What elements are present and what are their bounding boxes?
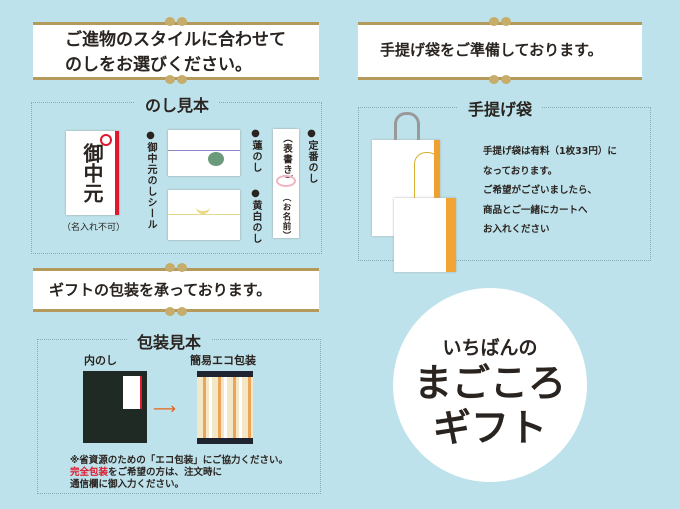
bag-description: 手提げ袋は有料（1枚33円）に なっております。 ご希望がございましたら、 商品… (483, 142, 617, 240)
eco-wrap-image (197, 371, 253, 444)
wrap-note-line3: 通信欄に御入力ください。 (70, 479, 185, 490)
seal-flower-icon (100, 134, 112, 146)
bag-banner-text: 手提げ袋をご準備しております。 (380, 41, 603, 59)
standard-top-text: （表書き） (281, 133, 292, 186)
standard-label: ●定番のし (306, 128, 317, 184)
noshi-seal-card: 御中元 (66, 131, 119, 215)
bag-section-title: 手提げ袋 (458, 96, 543, 120)
noshi-banner: ご進物のスタイルに合わせて のしをお選びください。 (33, 17, 319, 84)
slogan-circle: いちばんの まごころ ギフト (393, 288, 587, 482)
noshi-banner-line1: ご進物のスタイルに合わせて (65, 30, 286, 50)
ribbon-bow-icon (489, 16, 511, 28)
wrap-sample-title: 包装見本 (127, 329, 212, 353)
seal-text: 御中元 (80, 143, 104, 203)
yellow-white-noshi-card (168, 190, 240, 240)
slogan-line1: いちばんの (442, 337, 538, 359)
wrap-note-line1: ※省資源のための「エコ包装」にご協力ください。 (70, 455, 289, 466)
ribbon-bow-icon (165, 74, 187, 86)
slogan-line2: まごころ (413, 361, 566, 405)
bag-line: 商品とご一緒にカートへ (483, 204, 588, 216)
lotus-label: ●蓮のし (250, 128, 261, 173)
ribbon-bow-icon (489, 74, 511, 86)
bag-banner: 手提げ袋をご準備しております。 (358, 17, 642, 84)
wrap-note-line2: をご希望の方は、注文時に (108, 467, 223, 478)
gift-banner: ギフトの包装を承っております。 (33, 263, 319, 316)
seal-note: （名入れ不可） (62, 223, 126, 233)
lotus-noshi-card (168, 130, 240, 176)
bag-line: お入れください (483, 224, 550, 235)
bag-line: 手提げ袋は有料（1枚33円）に (483, 146, 617, 157)
bag-line: なっております。 (483, 165, 558, 177)
ribbon-bow-icon (165, 16, 187, 28)
noshi-banner-line2: のしをお選びください。 (65, 55, 252, 75)
full-wrap-highlight: 完全包装 (70, 467, 109, 478)
eco-wrap-label: 簡易エコ包装 (190, 354, 256, 367)
seal-label: ●御中元のしシール (145, 130, 156, 230)
standard-bottom-text: （お名前） (281, 193, 291, 241)
noshi-sample-title: のし見本 (135, 92, 220, 116)
wrap-note: ※省資源のための「エコ包装」にご協力ください。 完全包装をご希望の方は、注文時に… (70, 455, 288, 491)
slogan-line3: ギフト (432, 406, 547, 450)
yellow-white-label: ●黄白のし (250, 188, 261, 244)
inner-noshi-label: 内のし (84, 354, 117, 367)
ribbon-bow-icon (165, 262, 187, 274)
paper-bag-image (372, 112, 468, 272)
inner-noshi-image (83, 371, 147, 443)
standard-noshi-card: （表書き） （お名前） (273, 129, 299, 241)
ribbon-bow-icon (165, 306, 187, 318)
gift-banner-text: ギフトの包装を承っております。 (49, 281, 272, 299)
ribbon-knot-icon (276, 175, 296, 187)
arrow-right-icon: ⟶ (153, 399, 176, 418)
bag-line: ご希望がございましたら、 (483, 185, 598, 196)
lotus-icon (208, 152, 224, 166)
